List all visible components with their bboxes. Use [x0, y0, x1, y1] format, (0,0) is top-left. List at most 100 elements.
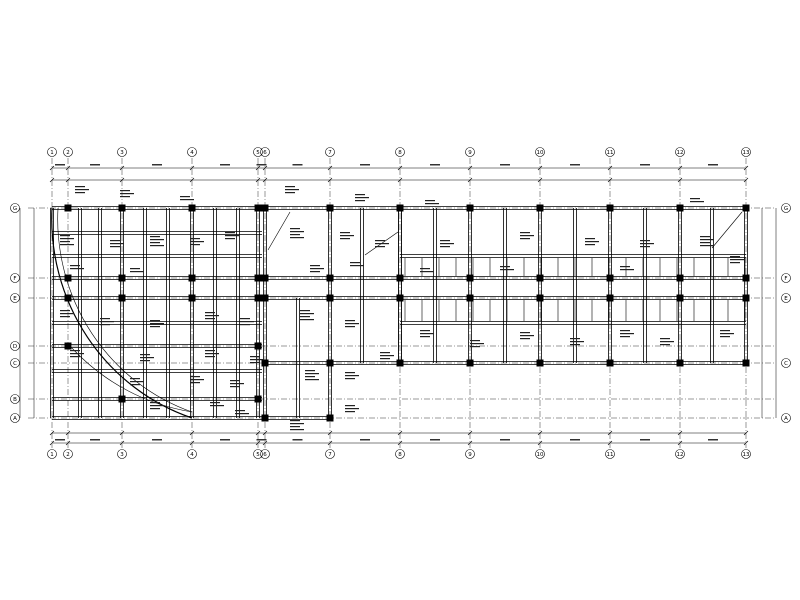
- axis-top-3-circle: [117, 147, 127, 157]
- beam-annotation: [225, 232, 235, 234]
- column: [742, 274, 750, 282]
- axis-bottom-11-label: 11: [607, 452, 614, 458]
- beam-annotation: [470, 346, 480, 348]
- beam-annotation: [190, 244, 200, 246]
- beam-annotation: [345, 411, 355, 413]
- beam-annotation: [300, 313, 314, 315]
- dimension-tick: [467, 440, 473, 446]
- beam-annotation: [420, 333, 434, 335]
- beam-annotation: [130, 268, 140, 270]
- beam-annotation: [520, 332, 530, 334]
- beam-annotation: [520, 335, 534, 337]
- columns: [64, 204, 750, 422]
- beam-annotation: [305, 379, 319, 381]
- beam-annotation: [350, 262, 360, 264]
- beam-annotation: [205, 353, 219, 355]
- dimension-tick: [49, 177, 55, 183]
- beam-annotation: [345, 405, 355, 407]
- axis-bottom-8-label: 8: [398, 452, 402, 458]
- dimension-tick: [537, 440, 543, 446]
- axis-bottom-13-circle: [741, 449, 751, 459]
- axis-bottom-12-label: 12: [677, 452, 684, 458]
- dimension-tick: [327, 440, 333, 446]
- dimension-tick: [537, 165, 543, 171]
- axis-bottom-7-label: 7: [328, 452, 332, 458]
- beam-annotations: [60, 186, 744, 431]
- dimension-value-mark: [360, 164, 370, 166]
- beam-annotation: [290, 231, 304, 233]
- axis-left-3-circle: [10, 341, 20, 351]
- axis-bottom-9-circle: [465, 449, 475, 459]
- beam-annotation: [230, 380, 240, 382]
- dimension-tick: [677, 440, 683, 446]
- column: [261, 359, 269, 367]
- axis-top-5-circle: [253, 147, 263, 157]
- beam-annotation: [250, 356, 260, 358]
- dimension-tick: [262, 177, 268, 183]
- beam-annotation: [205, 318, 215, 320]
- column: [742, 294, 750, 302]
- dimension-value-mark: [640, 164, 650, 166]
- beam-annotation: [205, 356, 215, 358]
- dimension-tick: [65, 177, 71, 183]
- dimension-tick: [537, 430, 543, 436]
- beam-annotation: [190, 238, 200, 240]
- dimension-value-mark: [360, 439, 370, 441]
- dimension-tick: [65, 430, 71, 436]
- dimension-tick: [397, 177, 403, 183]
- beam-annotation: [190, 376, 200, 378]
- beam-annotation: [345, 326, 355, 328]
- beam-annotation: [150, 402, 160, 404]
- axis-top-4-circle: [187, 147, 197, 157]
- dimension-tick: [189, 177, 195, 183]
- beam-annotation: [420, 268, 430, 270]
- axis-left-6-circle: [10, 413, 20, 423]
- beam-annotation: [345, 378, 355, 380]
- beam-annotation: [120, 196, 130, 198]
- column: [188, 274, 196, 282]
- dimension-tick: [65, 165, 71, 171]
- axis-top-8-label: 8: [398, 150, 402, 156]
- beam-annotation: [440, 246, 450, 248]
- column: [326, 204, 334, 212]
- beam-annotation: [70, 350, 80, 352]
- column: [676, 204, 684, 212]
- beam-annotation: [235, 410, 245, 412]
- axis-bottom-2-circle: [63, 449, 73, 459]
- beam-annotation: [375, 243, 389, 245]
- grid-lines: [28, 158, 774, 448]
- beam-annotation: [310, 265, 320, 267]
- beam-annotation: [290, 228, 300, 230]
- dimension-value-mark: [708, 439, 718, 441]
- dimension-tick: [467, 177, 473, 183]
- axis-bottom-12-circle: [675, 449, 685, 459]
- beam-annotation: [520, 338, 530, 340]
- dimension-value-mark: [640, 439, 650, 441]
- beam-annotation: [225, 238, 235, 240]
- dimension-value-mark: [500, 439, 510, 441]
- beam-annotation: [585, 238, 595, 240]
- axis-top-13-label: 13: [743, 150, 750, 156]
- column: [326, 294, 334, 302]
- dimension-tick: [49, 165, 55, 171]
- curved-beam: [69, 345, 193, 413]
- axis-right-0-label: G: [784, 206, 788, 212]
- beam-annotation: [440, 240, 450, 242]
- beam-annotation: [290, 426, 300, 428]
- axis-right-2-circle: [781, 293, 791, 303]
- beam-annotation: [380, 355, 394, 357]
- beam-annotation: [60, 241, 70, 243]
- beam-annotation: [230, 383, 244, 385]
- axis-left-1-label: F: [13, 276, 16, 282]
- axis-right-3-circle: [781, 358, 791, 368]
- beam-annotation: [130, 381, 144, 383]
- column: [536, 359, 544, 367]
- beam-annotation: [520, 235, 534, 237]
- axis-right-1-label: F: [784, 276, 787, 282]
- dimension-value-mark: [220, 439, 230, 441]
- beam-annotation: [640, 246, 650, 248]
- axis-left-2-label: E: [13, 296, 17, 302]
- column: [261, 274, 269, 282]
- dimension-value-mark: [152, 439, 162, 441]
- column: [64, 204, 72, 212]
